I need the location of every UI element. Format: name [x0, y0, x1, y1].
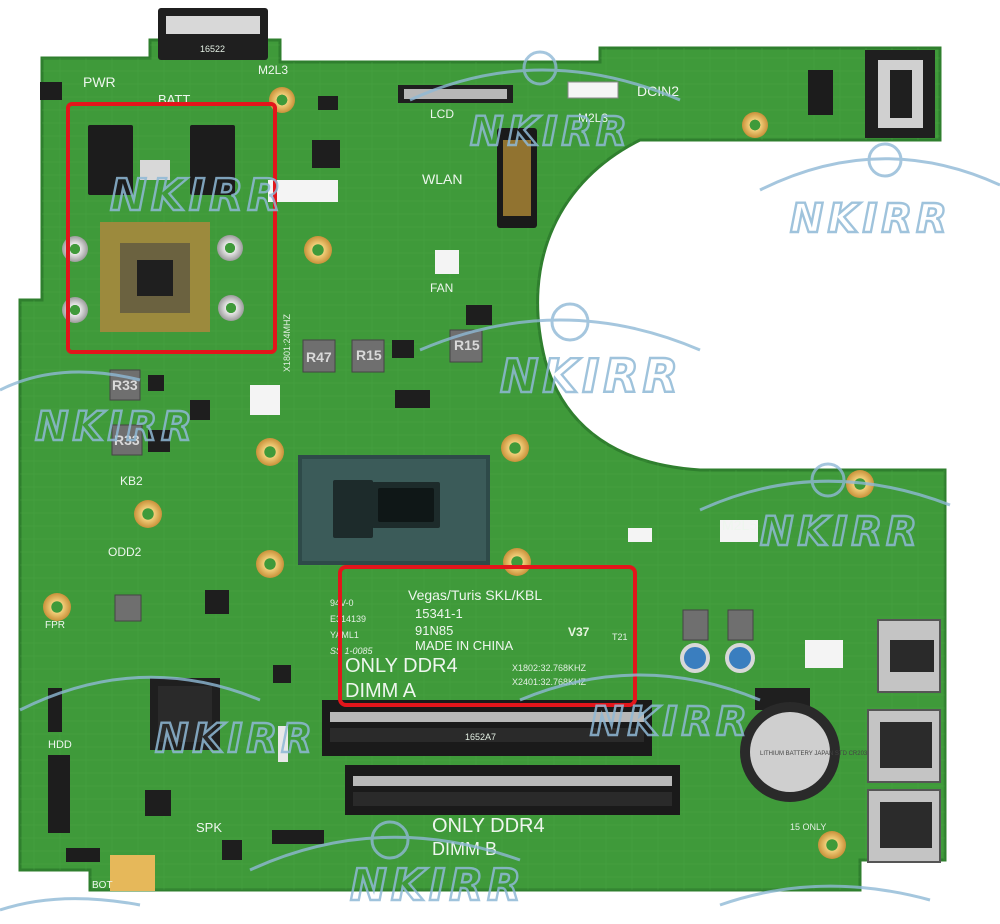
label-highlight-box	[338, 565, 637, 707]
capacitors	[680, 643, 755, 673]
svg-text:SS 1-0085: SS 1-0085	[330, 646, 374, 656]
coin-battery: LITHIUM BATTERY JAPAN STD CR2032	[740, 688, 871, 802]
lcd-label: LCD	[430, 107, 454, 121]
spk-label: SPK	[196, 820, 222, 835]
svg-text:X2401:32.768KHZ: X2401:32.768KHZ	[512, 677, 587, 687]
svg-text:MADE IN CHINA: MADE IN CHINA	[415, 638, 514, 653]
svg-text:NKIRR: NKIRR	[350, 860, 525, 911]
cpu-die-a	[333, 480, 373, 538]
m2l3-b-label: M2L3	[578, 111, 608, 125]
svg-text:NKIRR: NKIRR	[790, 196, 951, 242]
small-chips	[145, 96, 492, 860]
svg-text:NKIRR: NKIRR	[155, 716, 316, 762]
white-labels	[250, 180, 843, 668]
r33-label-a: R33	[112, 377, 138, 393]
svg-text:NKIRR: NKIRR	[35, 404, 196, 450]
svg-text:15341-1: 15341-1	[415, 606, 463, 621]
svg-text:X1802:32.768KHZ: X1802:32.768KHZ	[512, 663, 587, 673]
svg-text:91N85: 91N85	[415, 623, 453, 638]
pwr-label: PWR	[83, 74, 116, 90]
io-ports	[867, 619, 941, 863]
dimm-b-only-label: ONLY DDR4	[432, 815, 545, 837]
gpu-area	[88, 125, 235, 332]
svg-text:E314139: E314139	[330, 614, 366, 624]
wlan-label: WLAN	[422, 171, 462, 187]
r15-label-b: R15	[454, 337, 480, 353]
svg-text:NKIRR: NKIRR	[590, 699, 751, 745]
r15-label-a: R15	[356, 347, 382, 363]
fpr-label: FPR	[45, 620, 65, 631]
dimm-slot-a	[322, 700, 652, 756]
only-label: 15 ONLY	[790, 822, 826, 832]
svg-text:NKIRR: NKIRR	[470, 109, 631, 155]
svg-text:DIMM A: DIMM A	[345, 680, 417, 702]
hdd-label: HDD	[48, 739, 72, 751]
m2l5-label: M2L5	[722, 517, 757, 533]
gpu-highlight-box	[66, 102, 277, 354]
svg-text:ONLY DDR4: ONLY DDR4	[345, 655, 458, 677]
r47-label: R47	[306, 349, 332, 365]
svg-text:NKIRR: NKIRR	[760, 509, 921, 555]
ffc-connectors	[40, 82, 324, 862]
svg-text:V37: V37	[568, 625, 590, 639]
svg-text:T21: T21	[612, 632, 628, 642]
svg-text:YAML1: YAML1	[330, 630, 359, 640]
svg-text:NKIRR: NKIRR	[500, 349, 682, 403]
dimm-b-label: DIMM B	[432, 839, 497, 859]
r33-label-b: R33	[114, 432, 140, 448]
m2l3-label: M2L3	[258, 63, 288, 77]
fan-label: FAN	[430, 281, 453, 295]
odd-label: ODD2	[108, 545, 142, 559]
board-id-label: 94V-0 E314139 YAML1 SS 1-0085 Vegas/Turi…	[330, 587, 628, 702]
svg-text:NKIRR: NKIRR	[110, 170, 285, 221]
bot-label: BOT	[92, 880, 113, 891]
svg-text:Vegas/Turis SKL/KBL: Vegas/Turis SKL/KBL	[408, 587, 542, 603]
xtal-label: X1801:24MHZ	[282, 313, 292, 372]
dimm-slot-b	[345, 765, 680, 815]
kb-label: KB2	[120, 474, 143, 488]
watermark-swooshes	[0, 50, 1000, 912]
svg-text:LITHIUM BATTERY JAPAN STD CR20: LITHIUM BATTERY JAPAN STD CR2032	[760, 751, 871, 757]
gold-pad-bottom	[110, 855, 155, 891]
connector-code-label: 16522	[200, 44, 225, 54]
watermarks: NKIRR NKIRR NKIRR NKIRR NKIRR NKIRR NKIR…	[34, 108, 951, 912]
slot-code-label: 1652A7	[465, 732, 496, 742]
